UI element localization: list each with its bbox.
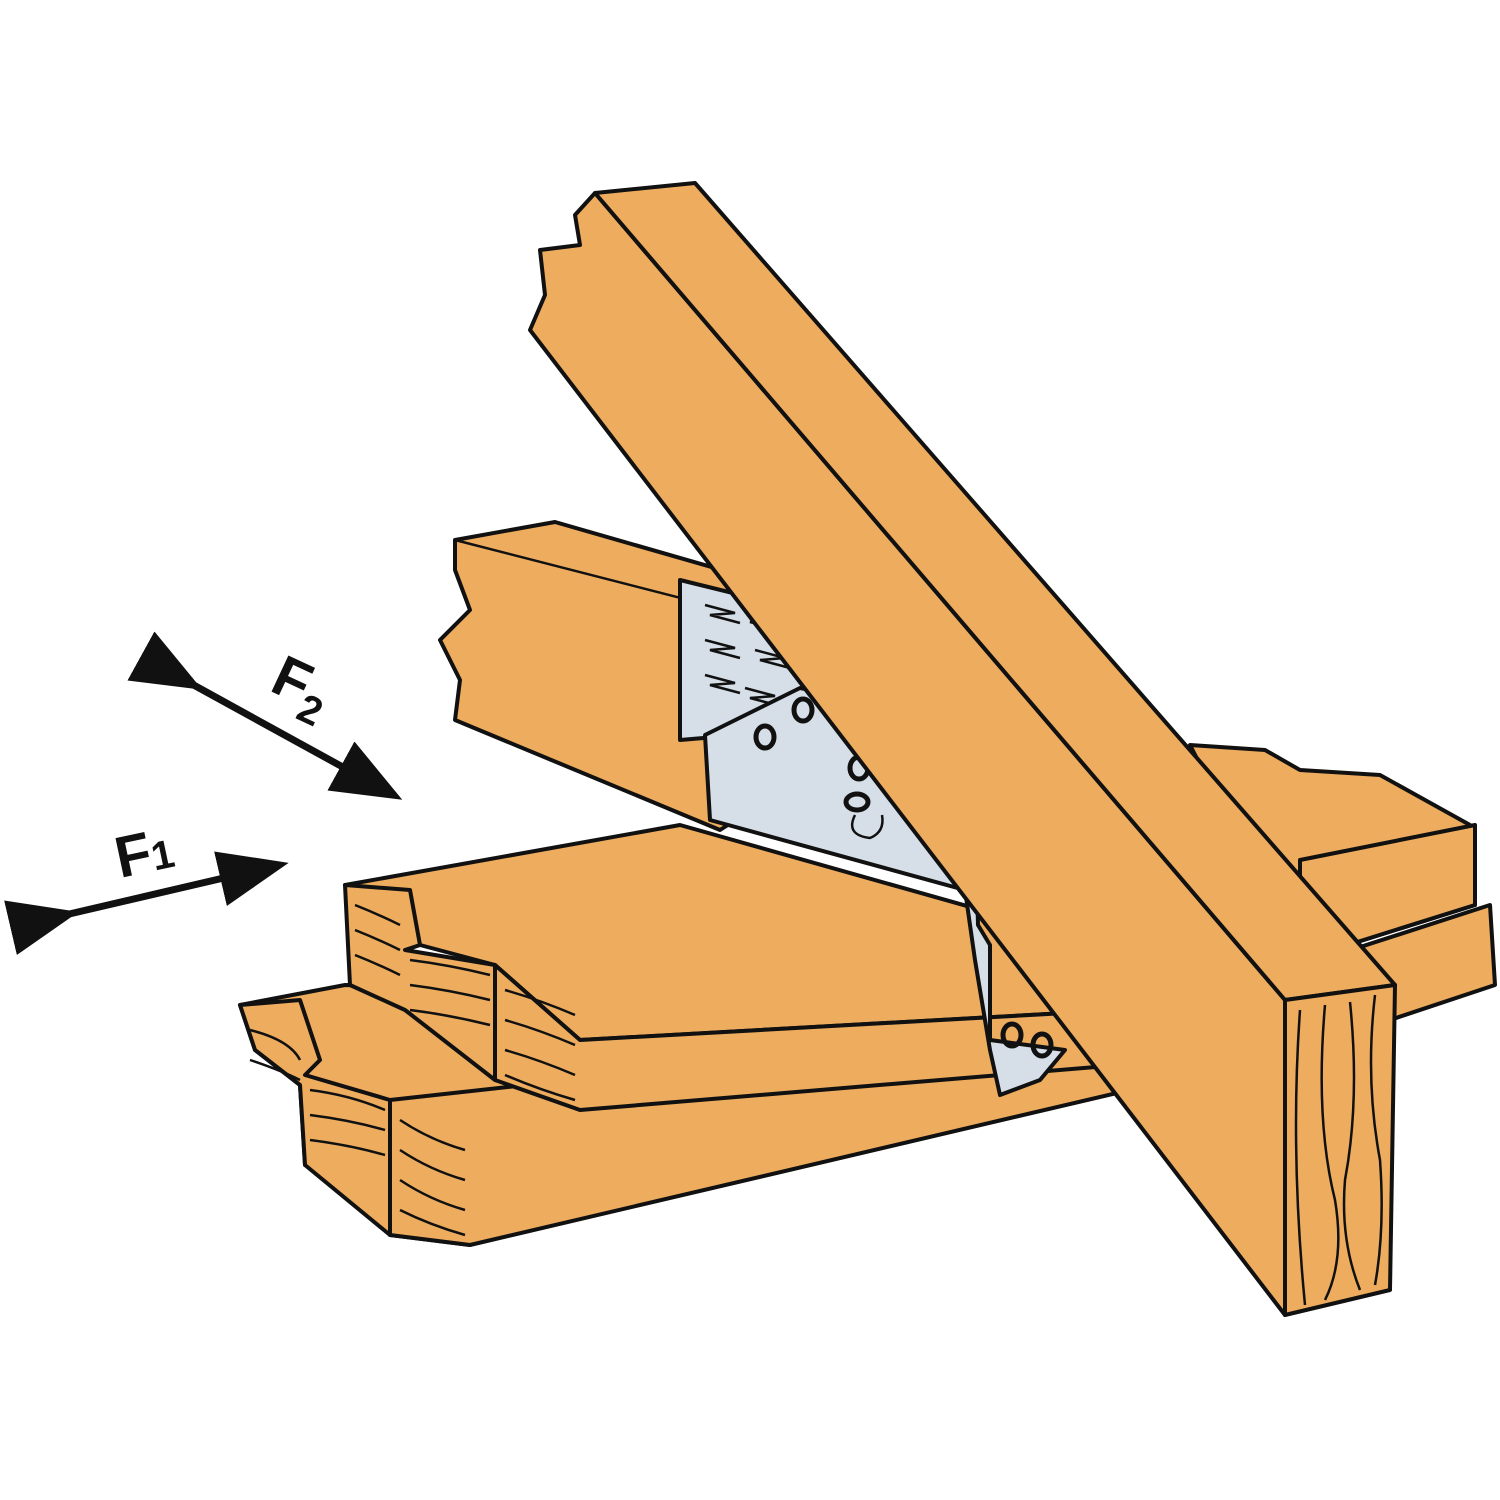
rafter-end-grain bbox=[1283, 983, 1397, 1317]
rafter bbox=[528, 181, 1397, 1317]
force-arrow-f1 bbox=[4, 851, 289, 955]
label-f1: F1 bbox=[109, 815, 179, 891]
force-arrow-f2 bbox=[127, 631, 403, 800]
label-f2: F2 bbox=[258, 643, 342, 735]
